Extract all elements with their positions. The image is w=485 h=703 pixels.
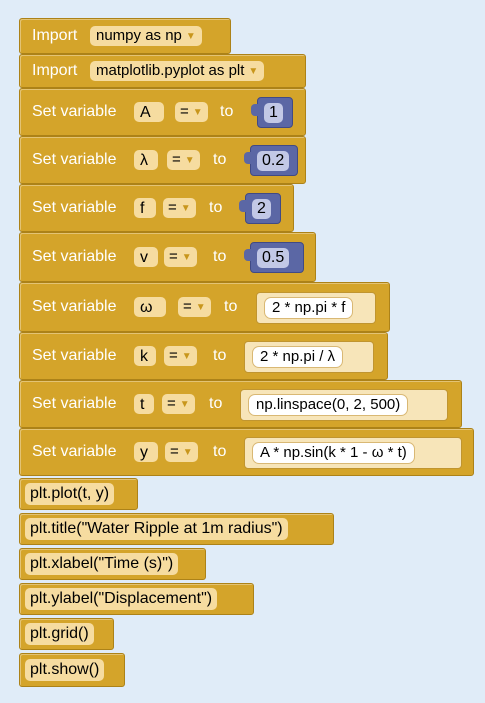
to-label: to	[213, 347, 227, 364]
operator-value: =	[180, 103, 189, 120]
operator-dropdown[interactable]: =▼	[162, 394, 195, 414]
to-label: to	[213, 443, 227, 460]
set-variable-block-lambda[interactable]: Set variable λ =▼ to 0.2	[19, 136, 306, 184]
operator-dropdown[interactable]: =▼	[164, 247, 197, 267]
import-keyword: Import	[32, 62, 78, 79]
to-label: to	[209, 395, 223, 412]
number-value[interactable]: 0.5	[257, 248, 290, 268]
statement-code[interactable]: plt.grid()	[25, 623, 94, 645]
module-dropdown[interactable]: matplotlib.pyplot as plt▼	[90, 61, 265, 81]
dropdown-arrow-icon: ▼	[181, 351, 192, 362]
plot-statement-block[interactable]: plt.plot(t, y)	[19, 478, 138, 510]
expression-field[interactable]: A * np.sin(k * 1 - ω * t)	[252, 442, 415, 464]
set-variable-label: Set variable	[32, 298, 117, 315]
expression-field[interactable]: 2 * np.pi * f	[264, 297, 354, 319]
dropdown-arrow-icon: ▼	[185, 31, 196, 42]
operator-value: =	[169, 347, 178, 364]
ylabel-statement-block[interactable]: plt.ylabel("Displacement")	[19, 583, 254, 615]
operator-dropdown[interactable]: =▼	[167, 150, 200, 170]
to-label: to	[224, 298, 238, 315]
operator-value: =	[170, 443, 179, 460]
set-variable-label: Set variable	[32, 248, 117, 265]
number-value[interactable]: 1	[264, 103, 283, 123]
dropdown-arrow-icon: ▼	[195, 302, 206, 313]
value-input-slot[interactable]: np.linspace(0, 2, 500)	[240, 389, 448, 421]
operator-dropdown[interactable]: =▼	[175, 102, 208, 122]
import-matplotlib-block[interactable]: Import matplotlib.pyplot as plt▼	[19, 54, 306, 88]
show-statement-block[interactable]: plt.show()	[19, 653, 125, 687]
set-variable-label: Set variable	[32, 347, 117, 364]
variable-name-field[interactable]: y	[134, 442, 158, 462]
set-variable-label: Set variable	[32, 443, 117, 460]
operator-value: =	[168, 199, 177, 216]
set-variable-block-k[interactable]: Set variable k =▼ to 2 * np.pi / λ	[19, 332, 388, 380]
dropdown-arrow-icon: ▼	[184, 155, 195, 166]
set-variable-block-v[interactable]: Set variable v =▼ to 0.5	[19, 232, 316, 282]
number-value[interactable]: 2	[252, 199, 271, 219]
statement-code[interactable]: plt.plot(t, y)	[25, 483, 115, 505]
xlabel-statement-block[interactable]: plt.xlabel("Time (s)")	[19, 548, 206, 580]
import-numpy-block[interactable]: Import numpy as np▼	[19, 18, 231, 54]
operator-value: =	[169, 248, 178, 265]
to-label: to	[220, 103, 234, 120]
expression-field[interactable]: np.linspace(0, 2, 500)	[248, 394, 409, 416]
number-block[interactable]: 0.5	[244, 242, 304, 273]
operator-dropdown[interactable]: =▼	[164, 346, 197, 366]
number-block[interactable]: 0.2	[244, 145, 298, 176]
set-variable-label: Set variable	[32, 199, 117, 216]
grid-statement-block[interactable]: plt.grid()	[19, 618, 114, 650]
operator-value: =	[167, 395, 176, 412]
module-value: matplotlib.pyplot as plt	[96, 62, 245, 79]
statement-code[interactable]: plt.show()	[25, 659, 105, 681]
module-value: numpy as np	[96, 27, 182, 44]
to-label: to	[209, 199, 223, 216]
set-variable-block-y[interactable]: Set variable y =▼ to A * np.sin(k * 1 - …	[19, 428, 474, 476]
statement-code[interactable]: plt.ylabel("Displacement")	[25, 588, 218, 610]
operator-dropdown[interactable]: =▼	[163, 198, 196, 218]
to-label: to	[213, 151, 227, 168]
variable-name-field[interactable]: f	[134, 198, 156, 218]
set-variable-block-A[interactable]: Set variable A =▼ to 1	[19, 88, 306, 136]
dropdown-arrow-icon: ▼	[181, 252, 192, 263]
dropdown-arrow-icon: ▼	[179, 399, 190, 410]
number-block[interactable]: 2	[239, 193, 281, 224]
dropdown-arrow-icon: ▼	[180, 203, 191, 214]
variable-name-field[interactable]: ω	[134, 297, 166, 317]
set-variable-label: Set variable	[32, 395, 117, 412]
statement-code[interactable]: plt.title("Water Ripple at 1m radius")	[25, 518, 288, 540]
set-variable-block-f[interactable]: Set variable f =▼ to 2	[19, 184, 294, 232]
to-label: to	[213, 248, 227, 265]
variable-name-field[interactable]: k	[134, 346, 156, 366]
operator-dropdown[interactable]: =▼	[165, 442, 198, 462]
variable-name-field[interactable]: v	[134, 247, 158, 267]
set-variable-label: Set variable	[32, 103, 117, 120]
operator-dropdown[interactable]: =▼	[178, 297, 211, 317]
module-dropdown[interactable]: numpy as np▼	[90, 26, 202, 46]
value-input-slot[interactable]: A * np.sin(k * 1 - ω * t)	[244, 437, 462, 469]
set-variable-block-omega[interactable]: Set variable ω =▼ to 2 * np.pi * f	[19, 282, 390, 332]
variable-name-field[interactable]: A	[134, 102, 164, 122]
set-variable-block-t[interactable]: Set variable t =▼ to np.linspace(0, 2, 5…	[19, 380, 462, 428]
import-keyword: Import	[32, 27, 78, 44]
dropdown-arrow-icon: ▼	[248, 66, 259, 77]
expression-field[interactable]: 2 * np.pi / λ	[252, 346, 344, 368]
value-input-slot[interactable]: 2 * np.pi * f	[256, 292, 376, 324]
variable-name-field[interactable]: t	[134, 394, 154, 414]
operator-value: =	[183, 298, 192, 315]
set-variable-label: Set variable	[32, 151, 117, 168]
dropdown-arrow-icon: ▼	[182, 447, 193, 458]
title-statement-block[interactable]: plt.title("Water Ripple at 1m radius")	[19, 513, 334, 545]
statement-code[interactable]: plt.xlabel("Time (s)")	[25, 553, 179, 575]
number-value[interactable]: 0.2	[257, 151, 290, 171]
number-block[interactable]: 1	[251, 97, 293, 128]
value-input-slot[interactable]: 2 * np.pi / λ	[244, 341, 374, 373]
variable-name-field[interactable]: λ	[134, 150, 158, 170]
operator-value: =	[172, 151, 181, 168]
dropdown-arrow-icon: ▼	[192, 107, 203, 118]
